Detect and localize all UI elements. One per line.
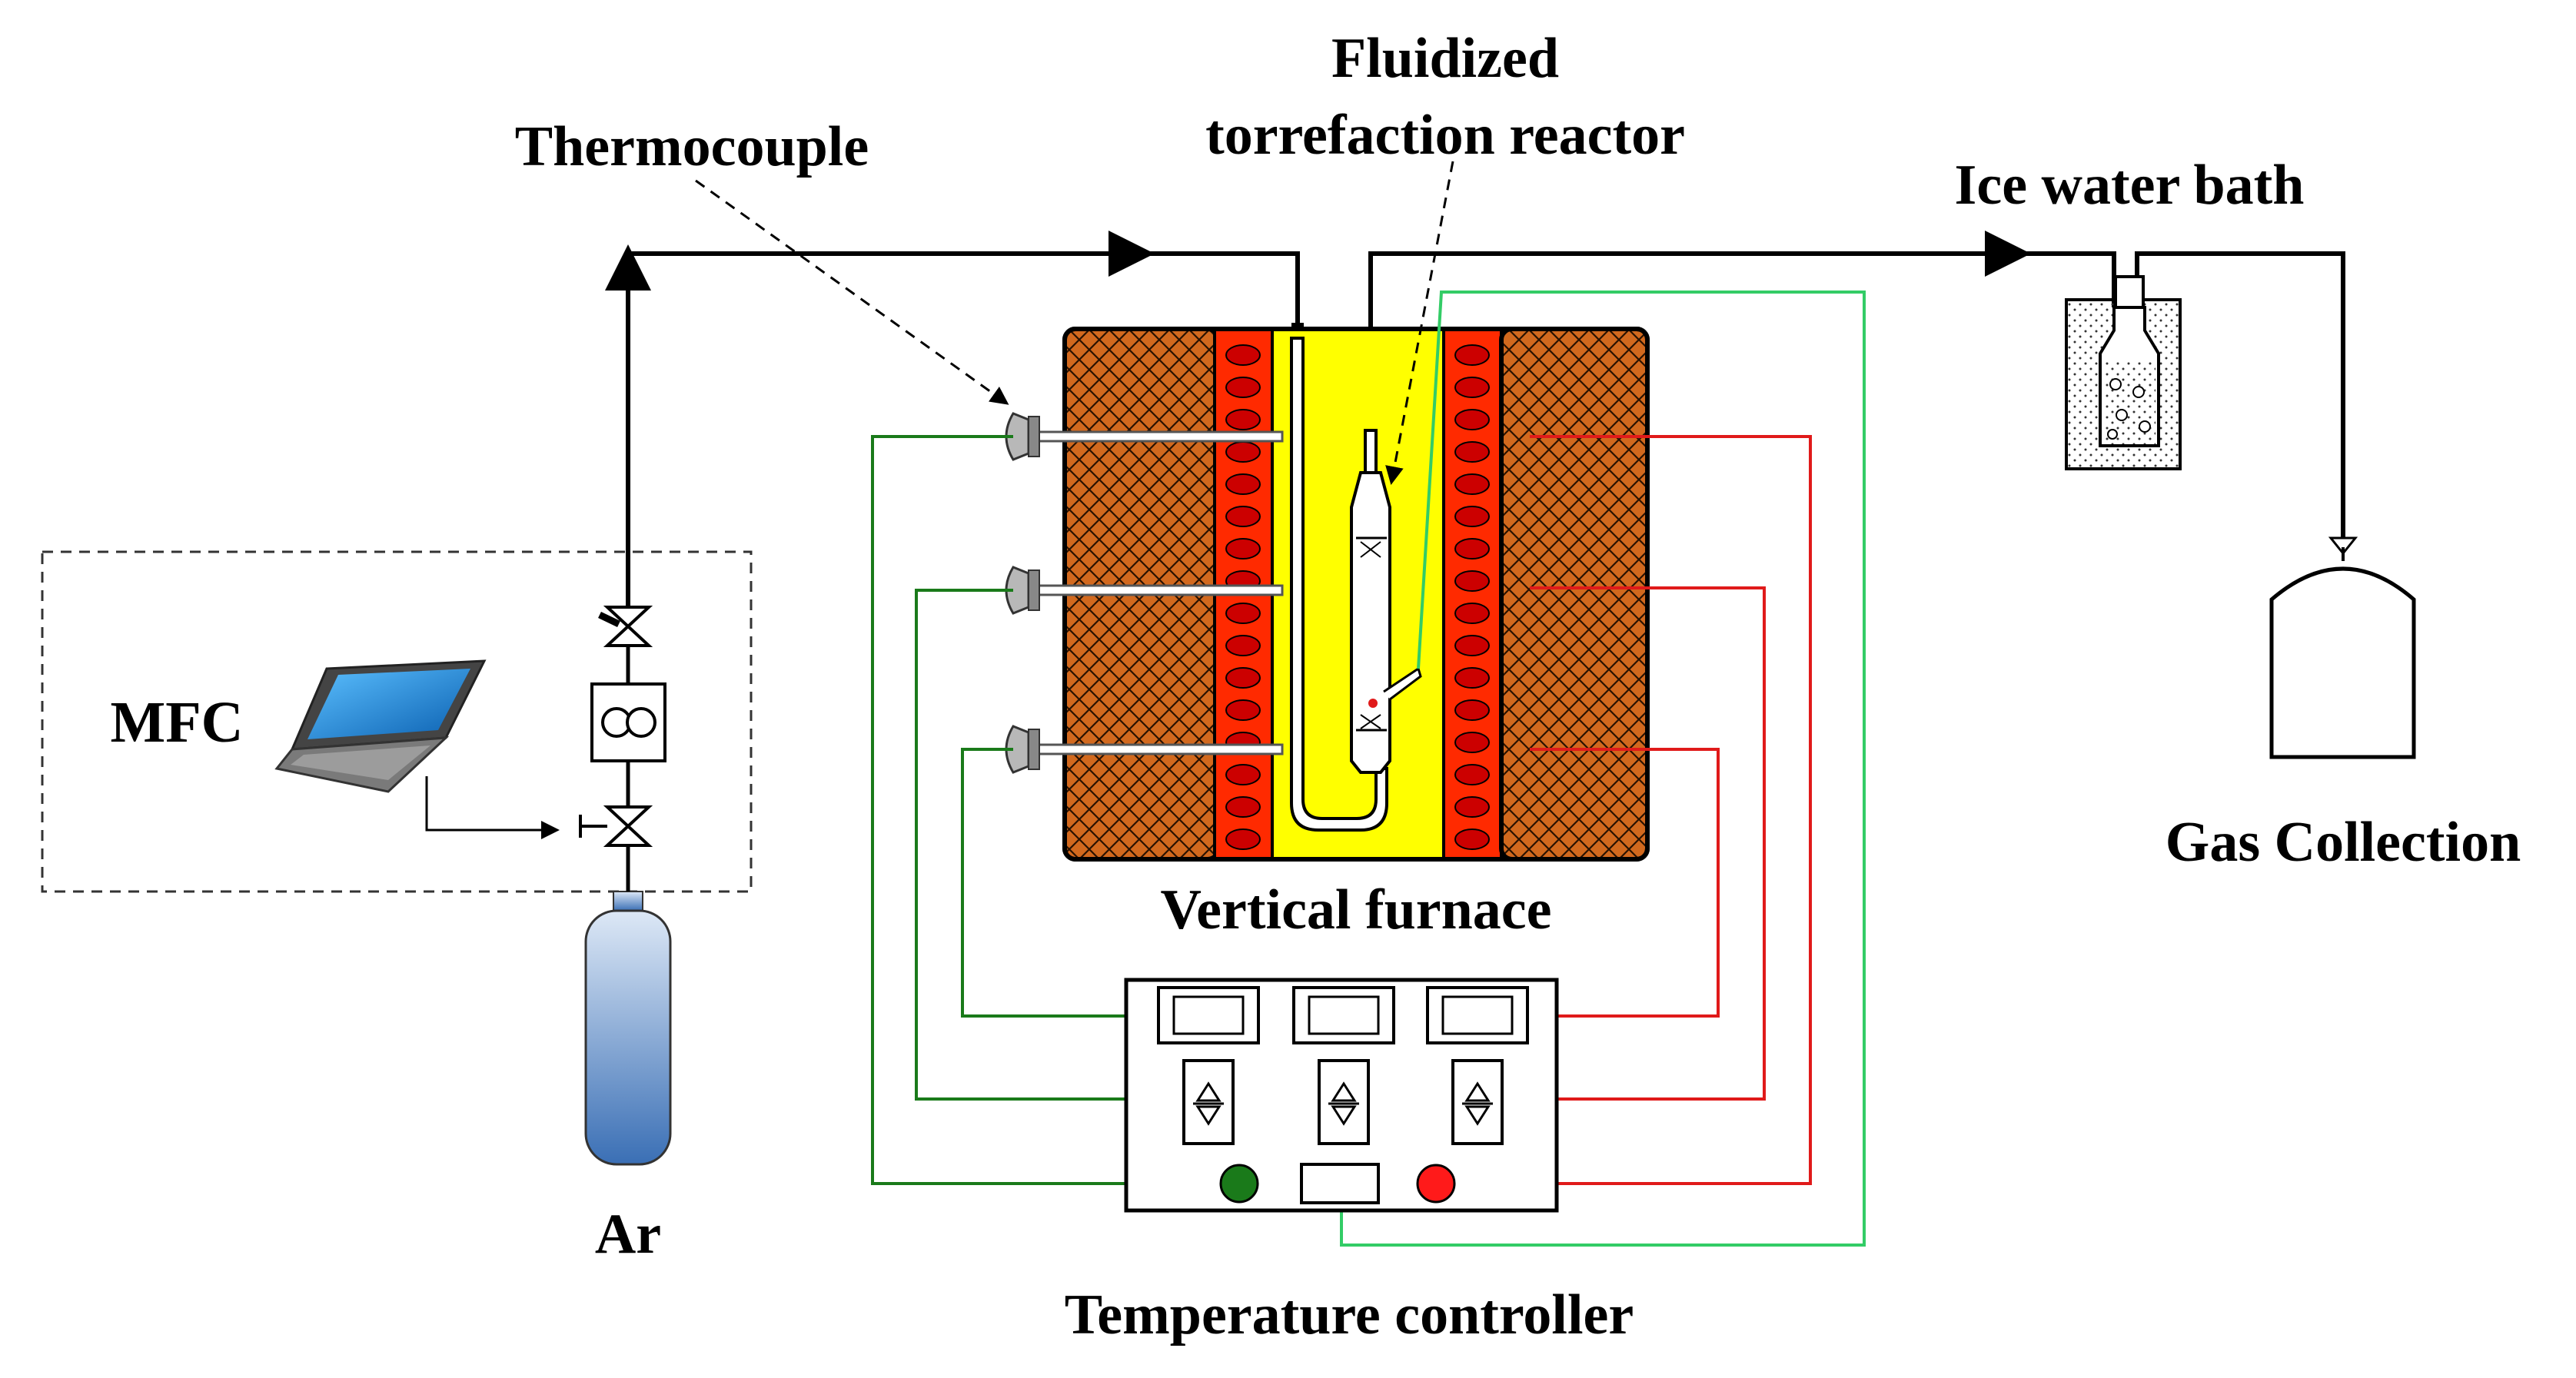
torrefaction-reactor-tube [1290,337,1422,832]
heater-element [1225,344,1261,366]
heater-element [1225,796,1261,818]
reactor-label-line2: torrefaction reactor [1205,104,1685,167]
upper-valve-icon [598,606,653,647]
thermocouple-collar [1028,416,1040,457]
ice-bath-label: Ice water bath [1955,154,2305,217]
ar-label: Ar [595,1203,661,1266]
laptop-icon [274,659,487,793]
reactor-sensor-dot [1368,699,1378,708]
thermocouple-knob-icon [1005,412,1030,461]
controller-display-screen [1308,995,1380,1035]
furnace-label: Vertical furnace [1161,878,1552,941]
outlet-arrow [2328,536,2358,556]
heater-element [1225,441,1261,463]
control-signal-line [425,776,560,839]
heater-element [1454,699,1490,721]
controller-display-screen [1172,995,1245,1035]
thermocouple-knob-icon [1005,566,1030,615]
heater-element [1454,764,1490,785]
heater-element [1454,441,1490,463]
heater-element [1225,603,1261,624]
heater-element [1225,828,1261,850]
arrow-up-icon [1195,1081,1222,1102]
heater-element [1225,538,1261,560]
gas-collection-bag-icon [2269,547,2416,759]
arrow-down-icon [1195,1105,1222,1126]
arrow-up-icon [1464,1081,1491,1102]
heater-element [1454,828,1490,850]
arrow-down-icon [1464,1105,1491,1126]
heater-element [1454,344,1490,366]
heater-element [1225,473,1261,495]
heater-element [1225,506,1261,527]
thermocouple-collar [1028,729,1040,770]
heater-element [1225,667,1261,689]
reactor-label-line1: Fluidized [1331,27,1559,90]
mfc-label: MFC [110,690,243,755]
setpoint-panel [1451,1059,1504,1145]
controller-display-bottom [1300,1163,1380,1204]
thermocouple-leader [695,179,1009,405]
controller-wiring [871,291,1866,1247]
gas-wash-bottle-icon [2099,275,2160,447]
heater-element [1454,409,1490,430]
controller-display-screen [1441,995,1514,1035]
mass-flow-meter-icon [590,682,666,762]
gas-collection-label: Gas Collection [2166,811,2521,874]
heater-element [1454,796,1490,818]
heater-element [1225,764,1261,785]
lower-valve-icon [579,805,653,847]
heater-element [1225,699,1261,721]
controller-label: Temperature controller [1065,1283,1634,1346]
heater-element [1225,409,1261,430]
indicator-green-icon [1219,1164,1259,1204]
arrow-up-icon [1331,1081,1357,1102]
thermocouple-label: Thermocouple [515,115,869,178]
heater-element [1454,732,1490,753]
heater-dots-left [1225,344,1261,850]
heater-element [1454,667,1490,689]
heater-element [1454,506,1490,527]
indicator-red-icon [1416,1164,1456,1204]
ice-water-bath [2065,275,2182,470]
setpoint-panel [1182,1059,1235,1145]
heater-element [1225,635,1261,656]
arrow-down-icon [1331,1105,1357,1126]
heater-element [1454,377,1490,398]
thermocouple-collar [1028,569,1040,611]
thermocouple-knob-icon [1005,725,1030,774]
heater-element [1225,377,1261,398]
heater-element [1454,603,1490,624]
temperature-controller [1124,978,1559,1213]
heater-dots-right [1454,344,1490,850]
heater-element [1454,570,1490,592]
heater-element [1454,635,1490,656]
thermocouple-probe [1027,430,1284,443]
thermocouple-probe [1027,743,1284,755]
gas-cylinder-icon [584,891,672,1166]
thermocouple-probe [1027,584,1284,596]
mfc-dashed-box [41,550,753,893]
heater-element [1454,538,1490,560]
heater-element [1454,473,1490,495]
thermocouples [1005,412,1284,774]
setpoint-panel [1318,1059,1370,1145]
